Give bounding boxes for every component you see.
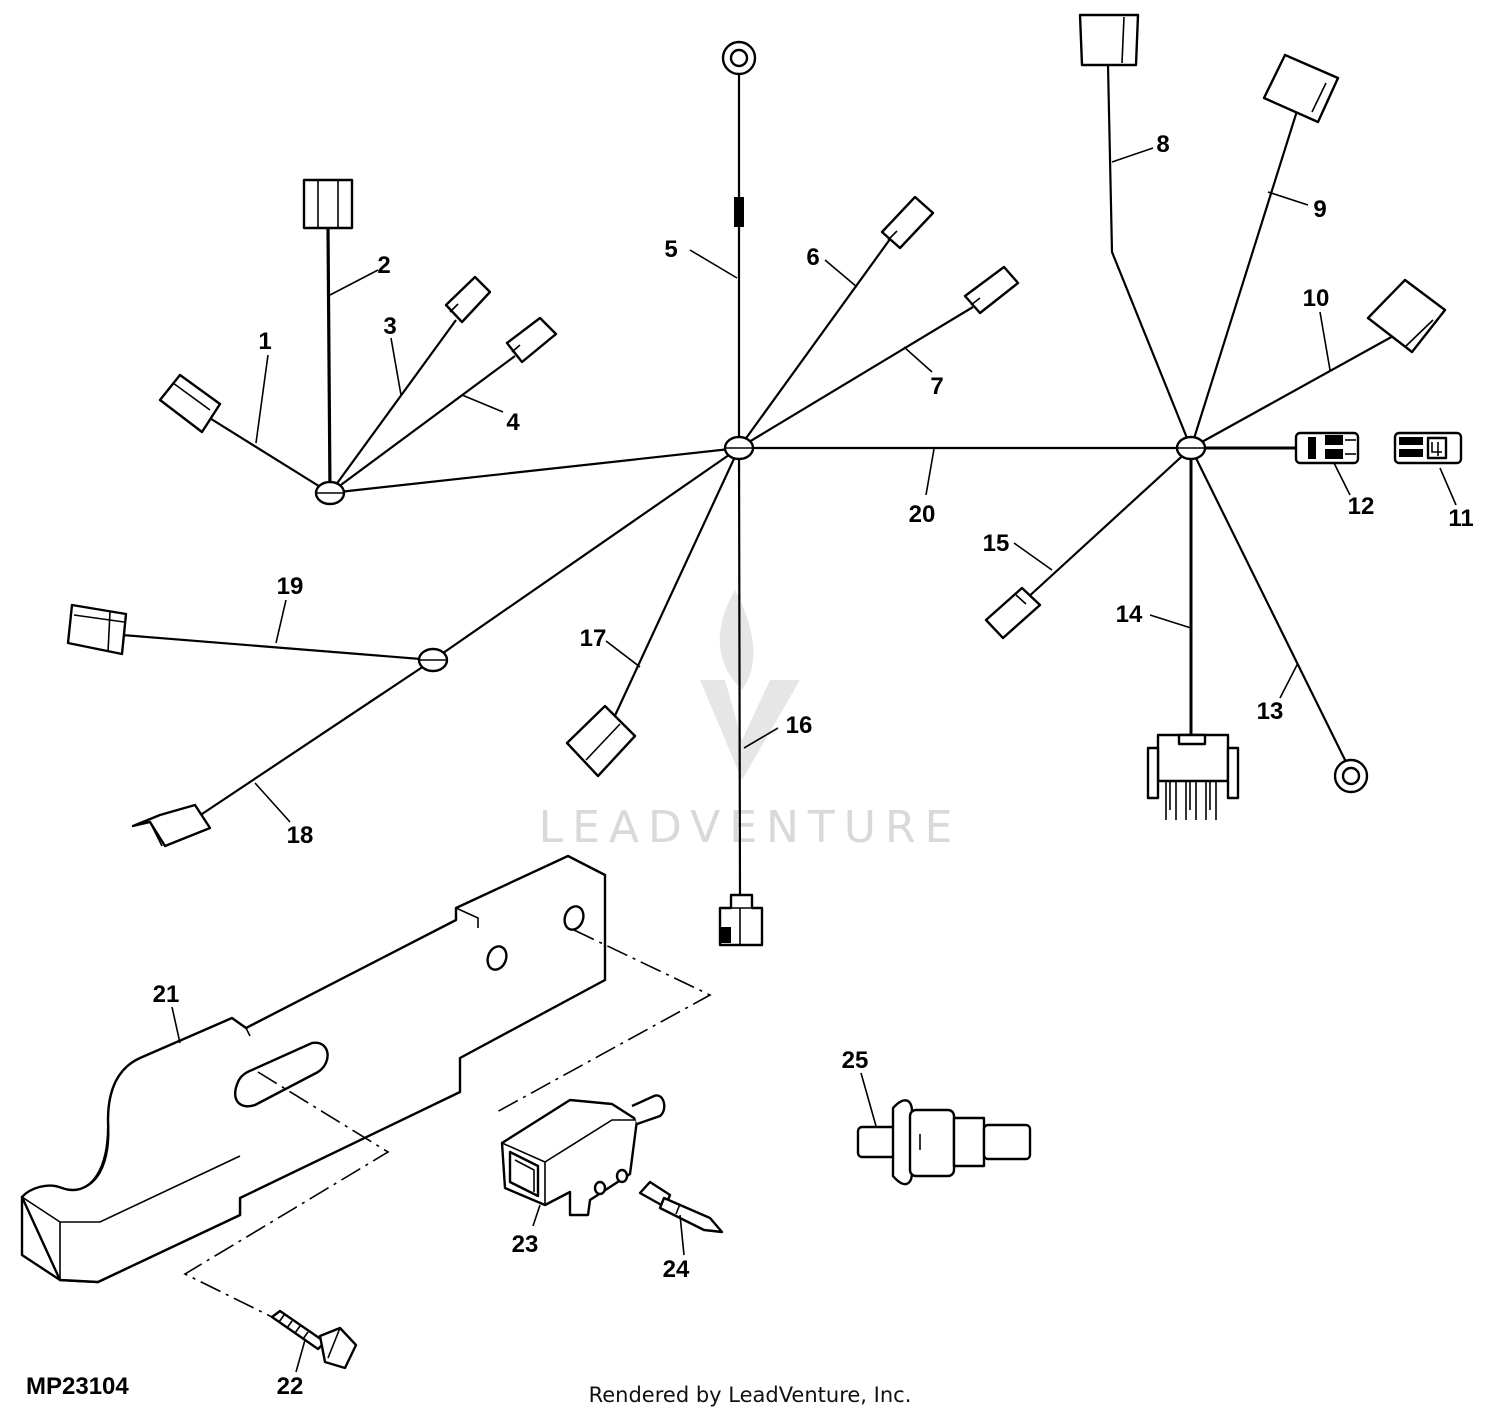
callout-18: 18 bbox=[287, 822, 314, 849]
callout-19: 19 bbox=[277, 573, 304, 600]
switch-25 bbox=[856, 1099, 1032, 1186]
callout-3: 3 bbox=[383, 313, 396, 340]
callout-12: 12 bbox=[1348, 493, 1375, 520]
callout-7: 7 bbox=[930, 373, 943, 400]
callout-2: 2 bbox=[377, 252, 390, 279]
callout-10: 10 bbox=[1303, 285, 1330, 312]
ring-terminal-5 bbox=[721, 40, 757, 227]
callout-24: 24 bbox=[663, 1256, 690, 1283]
figure-id: MP23104 bbox=[26, 1373, 129, 1400]
callout-15: 15 bbox=[983, 530, 1010, 557]
callout-20: 20 bbox=[909, 501, 936, 528]
callout-8: 8 bbox=[1156, 131, 1169, 158]
rivet-24 bbox=[638, 1180, 724, 1234]
credit-text: Rendered by LeadVenture, Inc. bbox=[589, 1383, 912, 1407]
callout-4: 4 bbox=[506, 409, 520, 436]
callout-25: 25 bbox=[842, 1047, 869, 1074]
callout-16: 16 bbox=[786, 712, 813, 739]
connector-1 bbox=[158, 373, 222, 434]
screw-22 bbox=[270, 1309, 358, 1370]
callout-17: 17 bbox=[580, 625, 607, 652]
connector-6 bbox=[880, 195, 935, 250]
connector-19 bbox=[66, 603, 128, 656]
harness-wires bbox=[121, 64, 1396, 896]
connector-12 bbox=[1294, 431, 1360, 465]
connector-2 bbox=[302, 178, 354, 230]
callout-21: 21 bbox=[153, 981, 180, 1008]
connector-16 bbox=[718, 893, 764, 947]
callout-6: 6 bbox=[806, 244, 819, 271]
callout-1: 1 bbox=[258, 328, 271, 355]
connector-3 bbox=[444, 275, 492, 324]
callout-5: 5 bbox=[664, 236, 677, 263]
connector-17 bbox=[565, 704, 637, 778]
connector-4 bbox=[505, 316, 558, 364]
connector-10 bbox=[1366, 278, 1447, 354]
bracket-21 bbox=[20, 854, 607, 1284]
assembly-lines bbox=[183, 929, 712, 1318]
switch-23 bbox=[500, 1094, 666, 1217]
watermark: LEADVENTURE bbox=[539, 590, 962, 853]
connector-8 bbox=[1078, 13, 1140, 67]
callout-13: 13 bbox=[1257, 698, 1284, 725]
callout-11: 11 bbox=[1448, 505, 1473, 532]
connector-7 bbox=[963, 265, 1020, 315]
connector-15 bbox=[984, 586, 1042, 640]
callout-23: 23 bbox=[512, 1231, 539, 1258]
leader-lines bbox=[171, 147, 1457, 1373]
callout-labels: 1 2 3 4 5 6 7 8 9 10 11 12 13 14 15 16 1… bbox=[153, 131, 1474, 1400]
watermark-text: LEADVENTURE bbox=[539, 802, 962, 853]
connector-14 bbox=[1146, 733, 1240, 820]
ring-terminal-13 bbox=[1333, 758, 1369, 794]
junction-nodes bbox=[314, 435, 1207, 673]
connector-11 bbox=[1393, 431, 1463, 465]
connector-9 bbox=[1262, 53, 1340, 124]
callout-22: 22 bbox=[277, 1373, 304, 1400]
callout-9: 9 bbox=[1313, 196, 1326, 223]
callout-14: 14 bbox=[1116, 601, 1143, 628]
connector-18 bbox=[131, 803, 212, 848]
